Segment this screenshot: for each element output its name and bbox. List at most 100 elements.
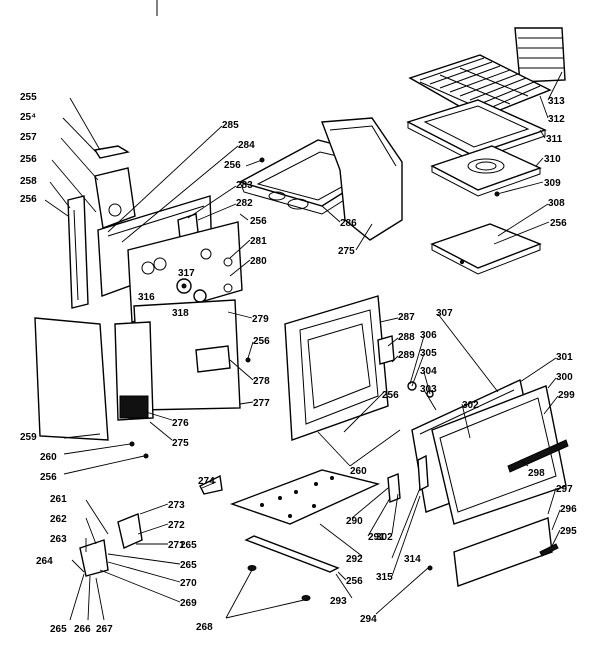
part-bottom-tray-308 bbox=[430, 223, 542, 275]
callout-label: 256 bbox=[224, 160, 241, 171]
part-door-liner-287 bbox=[284, 295, 389, 441]
callout-label: 269 bbox=[180, 598, 197, 609]
callout-label: 260 bbox=[40, 452, 57, 463]
callout-label: 286 bbox=[340, 218, 357, 229]
leader-lines bbox=[44, 71, 563, 621]
part-leveler-271 bbox=[117, 513, 143, 549]
callout-label: 271 bbox=[168, 540, 185, 551]
part-foot-268b bbox=[301, 595, 311, 601]
callout-label: 258 bbox=[20, 176, 37, 187]
part-back-guard-257 bbox=[94, 167, 136, 229]
callout-label: 299 bbox=[558, 390, 575, 401]
callout-label: 293 bbox=[330, 596, 347, 607]
callout-label: 297 bbox=[556, 484, 573, 495]
part-knob-317 bbox=[176, 278, 192, 294]
part-foot-268a bbox=[247, 565, 257, 571]
callout-label: 263 bbox=[50, 534, 67, 545]
callout-label: 262 bbox=[50, 514, 67, 525]
callout-label: 275 bbox=[338, 246, 355, 257]
callout-label: 290 bbox=[346, 516, 363, 527]
callout-label: 309 bbox=[544, 178, 561, 189]
callout-label: 281 bbox=[250, 236, 267, 247]
callout-label: 310 bbox=[544, 154, 561, 165]
part-back-trim-255 bbox=[93, 145, 130, 159]
callout-label: 256 bbox=[250, 216, 267, 227]
callout-label: 256 bbox=[40, 472, 57, 483]
callout-label: 285 bbox=[222, 120, 239, 131]
callout-label: 266 bbox=[74, 624, 91, 635]
part-side-panel-259 bbox=[34, 317, 109, 441]
callout-label: 284 bbox=[238, 140, 255, 151]
callout-label: 318 bbox=[172, 308, 189, 319]
callout-label: 283 bbox=[236, 180, 253, 191]
callout-label: 307 bbox=[436, 308, 453, 319]
callout-label: 265 bbox=[180, 540, 197, 551]
callout-label: 317 bbox=[178, 268, 195, 279]
part-screw-256a bbox=[143, 453, 149, 459]
callout-label: 314 bbox=[404, 554, 421, 565]
callout-label: 292 bbox=[346, 554, 363, 565]
callout-label: 300 bbox=[556, 372, 573, 383]
callout-label: 257 bbox=[20, 132, 37, 143]
callout-labels: 255 25⁴ 257 256 258 256 285 284 256 283 … bbox=[20, 92, 577, 635]
part-label-plate-278 bbox=[195, 345, 231, 373]
callout-label: 301 bbox=[556, 352, 573, 363]
callout-label: 302 bbox=[376, 532, 393, 543]
part-hinge-288 bbox=[377, 335, 395, 365]
callout-label: 267 bbox=[96, 624, 113, 635]
callout-label: 291 bbox=[368, 532, 385, 543]
callout-label: 276 bbox=[172, 418, 189, 429]
callout-label: 308 bbox=[548, 198, 565, 209]
callout-label: 316 bbox=[138, 292, 155, 303]
part-bracket-270 bbox=[79, 539, 109, 577]
callout-label: 256 bbox=[20, 154, 37, 165]
part-kick-panel-296 bbox=[453, 517, 553, 587]
callout-label: 261 bbox=[50, 494, 67, 505]
part-base-rail-293 bbox=[244, 535, 340, 573]
callout-label: 280 bbox=[250, 256, 267, 267]
callout-label: 256 bbox=[253, 336, 270, 347]
part-broiler-insert-310 bbox=[430, 145, 542, 197]
part-screw-256c bbox=[245, 357, 251, 363]
part-screw-260 bbox=[129, 441, 135, 447]
part-side-strip-258 bbox=[67, 195, 89, 309]
callout-label: 273 bbox=[168, 500, 185, 511]
callout-label: 305 bbox=[420, 348, 437, 359]
callout-label: 256 bbox=[382, 390, 399, 401]
callout-label: 295 bbox=[560, 526, 577, 537]
part-control-panel-front-280 bbox=[127, 221, 243, 323]
part-knob-318 bbox=[193, 289, 207, 303]
callout-label: 313 bbox=[548, 96, 565, 107]
callout-label: 256 bbox=[550, 218, 567, 229]
callout-label: 303 bbox=[420, 384, 437, 395]
callout-label: 302 bbox=[462, 400, 479, 411]
callout-label: 265 bbox=[50, 624, 67, 635]
callout-label: 306 bbox=[420, 330, 437, 341]
part-body-panel-275 bbox=[321, 117, 403, 241]
callout-label: 256 bbox=[346, 576, 363, 587]
callout-label: 311 bbox=[546, 134, 563, 145]
part-hinge-314 bbox=[417, 454, 429, 492]
callout-label: 25⁴ bbox=[20, 112, 36, 123]
callout-label: 279 bbox=[252, 314, 269, 325]
callout-label: 277 bbox=[253, 398, 270, 409]
callout-label: 272 bbox=[168, 520, 185, 531]
callout-label: 255 bbox=[20, 92, 37, 103]
part-bottom-panel-292 bbox=[229, 469, 381, 525]
callout-label: 278 bbox=[253, 376, 270, 387]
part-screw-294 bbox=[427, 565, 433, 571]
callout-label: 287 bbox=[398, 312, 415, 323]
part-door-handle-298 bbox=[507, 439, 569, 473]
part-bracket-274 bbox=[199, 474, 223, 495]
callout-label: 304 bbox=[420, 366, 437, 377]
callout-label: 259 bbox=[20, 432, 37, 443]
callout-label: 289 bbox=[398, 350, 415, 361]
callout-label: 296 bbox=[560, 504, 577, 515]
callout-label: 282 bbox=[236, 198, 253, 209]
callout-label: 264 bbox=[36, 556, 53, 567]
callout-label: 265 bbox=[180, 560, 197, 571]
callout-label: 312 bbox=[548, 114, 565, 125]
part-oven-rack-312 bbox=[408, 54, 552, 119]
part-rack-frame-313 bbox=[514, 27, 566, 83]
